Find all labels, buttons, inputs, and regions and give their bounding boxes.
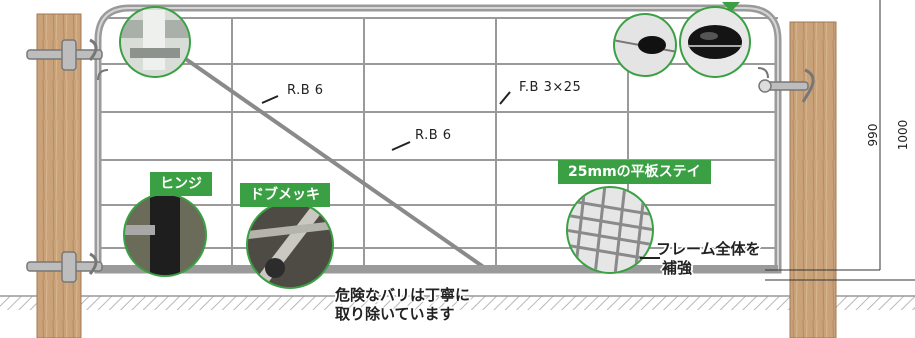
note-frame-line1: フレーム全体を <box>656 240 761 258</box>
detail-insulator-large <box>679 6 751 78</box>
insulator-callout-arrow <box>722 2 740 12</box>
detail-hinge-top <box>119 6 191 78</box>
note-frame-line2: 補強 <box>662 259 693 277</box>
detail-galvanize-photo <box>246 201 334 289</box>
dimension-990: 990 <box>866 123 880 147</box>
tag-hinge: ヒンジ <box>150 172 212 196</box>
note-burr-removal: 危険なバリは丁寧に 取り除いています <box>335 286 470 324</box>
label-leaders <box>261 91 511 151</box>
right-post <box>789 21 837 338</box>
dimension-1000: 1000 <box>896 119 910 151</box>
detail-hinge-photo <box>123 193 207 277</box>
note-burr-line1: 危険なバリは丁寧に <box>335 286 471 304</box>
note-frame-reinforce: フレーム全体を 補強 <box>656 240 761 278</box>
label-rb6-lower: R.B 6 <box>415 128 452 143</box>
latch <box>758 68 815 103</box>
label-rb6-upper: R.B 6 <box>287 83 324 98</box>
ground <box>0 295 915 310</box>
diagonal-brace <box>178 53 487 270</box>
label-fb: F.B 3×25 <box>519 80 582 95</box>
tag-flat-stay: 25mmの平板ステイ <box>558 160 711 184</box>
detail-flat-stay-photo <box>566 186 654 274</box>
tag-galvanize: ドブメッキ <box>240 183 330 207</box>
note-burr-line2: 取り除いています <box>335 305 455 323</box>
lower-hinge <box>26 251 103 283</box>
dimension-lines <box>765 0 915 281</box>
upper-hinge <box>26 38 103 71</box>
detail-insulator-small <box>613 13 677 77</box>
